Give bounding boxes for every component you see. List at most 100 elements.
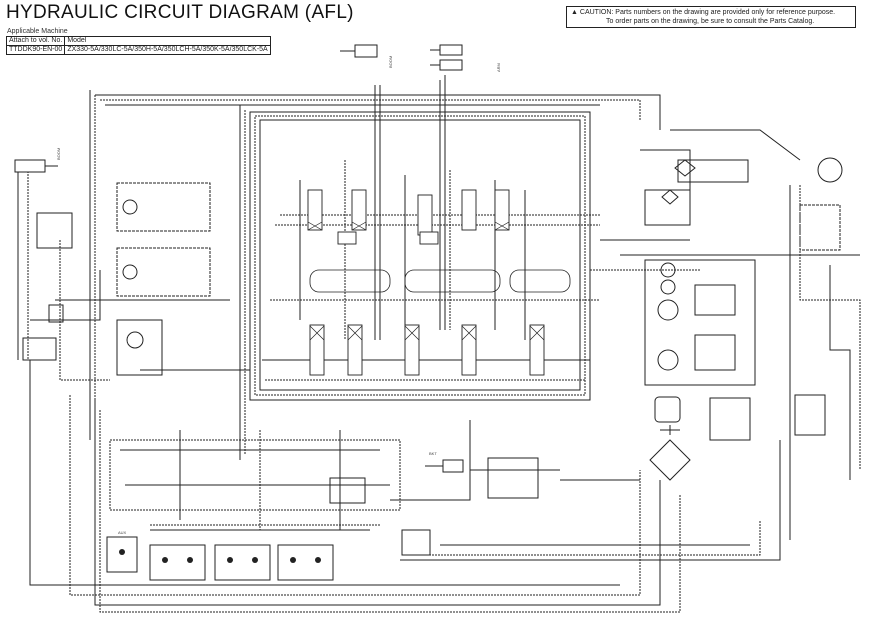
spool-valve [461,189,477,231]
table-row: TTDDK90-EN-00 ZX330-5A/330LC-5A/350H-5A/… [5,45,271,55]
spool-valve [529,324,545,376]
spool-valve [347,324,363,376]
component-label: ARM [496,63,501,72]
component-label: BKT [429,451,437,456]
pilot-valve-travel [277,544,334,581]
applicable-machine-label: Applicable Machine [7,28,68,35]
component-label: BOOM [56,148,61,160]
engine-icon [654,396,681,423]
hydraulic-line [390,420,471,501]
warning-triangle-icon: ▲ [571,9,578,16]
pilot-port [252,557,258,563]
component-label: AUX [118,530,127,535]
pump-icon [660,262,676,278]
tank-box [644,189,691,226]
spool-valve [419,231,439,245]
component-label: BOOM [388,56,393,68]
hydraulic-line [100,99,641,120]
caution-box: ▲ CAUTION: Parts numbers on the drawing … [566,6,856,28]
hydraulic-line [99,410,681,613]
cylinder-rod [430,49,440,66]
hydraulic-line [109,439,401,511]
cross-symbol [347,325,363,341]
cylinder-icon [354,44,378,58]
attach-vol-cell: TTDDK90-EN-00 [5,45,66,55]
aux-valve-box [794,394,826,436]
cross-symbol [529,325,545,341]
pump-icon [660,279,676,295]
hydraulic-line [829,265,851,480]
pilot-port [119,549,125,555]
main-pump-icon [657,349,679,371]
valve-block [22,337,57,361]
main-pump-icon [657,299,679,321]
pilot-port [227,557,233,563]
caution-line-1: CAUTION: Parts numbers on the drawing ar… [579,9,836,16]
hydraulic-line [69,395,641,596]
swing-parking-box [487,457,539,499]
pump-icon [126,331,144,349]
travel-valve-box [799,204,841,251]
pilot-pump-unit [116,247,211,297]
spool-valve [461,324,477,376]
pilot-port [162,557,168,563]
hydraulic-line [670,129,801,161]
cross-symbol [307,221,323,231]
filter-icon [661,189,679,205]
applicable-machine-table: Attach to vol. No. Model TTDDK90-EN-00 Z… [5,36,271,55]
pilot-port [187,557,193,563]
swing-valve-unit [116,319,163,376]
pilot-pump-unit [116,182,211,232]
pilot-port [315,557,321,563]
hydraulic-line [420,520,761,556]
spool-valve [404,324,420,376]
passage-chamber [509,269,571,293]
pilot-valve-left [149,544,206,581]
hydraulic-line [95,94,661,130]
hydraulic-line [259,119,581,391]
passage-chamber [404,269,501,293]
oil-cooler-icon [649,439,691,481]
hydraulic-line [254,115,586,396]
pilot-valve-right [214,544,271,581]
pump-group-box [644,259,756,386]
regulator-box [694,334,736,371]
pump-icon [122,264,138,280]
hydraulic-line [29,360,620,586]
cylinder-icon [439,59,463,71]
page-title: HYDRAULIC CIRCUIT DIAGRAM (AFL) [6,2,354,23]
passage-chamber [309,269,391,293]
hydraulic-line [249,111,591,401]
pump-icon [122,199,138,215]
cross-symbol [461,325,477,341]
spool-valve [494,189,510,231]
cross-symbol [351,221,367,231]
cross-symbol [309,325,325,341]
pressure-sensor-box [401,529,431,556]
spool-valve [309,324,325,376]
spool-valve [337,231,357,245]
solenoid-valve-box [709,397,751,441]
swing-motor-icon [817,157,843,183]
caution-line-2: To order parts on the drawing, be sure t… [606,18,815,25]
hydraulic-line [640,149,691,200]
cylinder-icon [439,44,463,56]
hydraulic-line [94,400,661,606]
spool-valve [307,189,323,231]
spool-valve [351,189,367,231]
regulator-box [694,284,736,316]
pilot-port [290,557,296,563]
pilot-valve-aux [106,536,138,573]
cylinder-icon [14,159,46,173]
pressure-switch [48,304,64,323]
hydraulic-line [30,270,101,321]
cross-symbol [404,325,420,341]
cylinder-icon [442,459,464,473]
hydraulic-line [400,440,781,561]
solenoid-unit [36,212,73,249]
shuttle-valve-box [329,477,366,504]
cooler-box [677,159,749,183]
fan-icon [660,425,680,435]
hydraulic-line [59,240,110,381]
model-cell: ZX330-5A/330LC-5A/350H-5A/350LCH-5A/350K… [64,45,271,55]
